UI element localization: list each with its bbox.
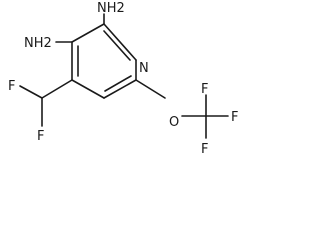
bond-c5-c6-inner (104, 75, 132, 92)
atom-label-amino-left: NH2 (24, 36, 52, 51)
substituent-bonds (19, 13, 229, 139)
atom-label-fluorine-chf2-bottom: F (37, 129, 44, 144)
bond-c4-chf2 (41, 79, 73, 99)
atom-labels: NH2 NH2 N F F O F F F (8, 1, 238, 157)
atom-label-fluorine-cf3-bottom: F (201, 142, 208, 157)
pyridine-ring (71, 23, 137, 99)
molecule-structure: NH2 NH2 N F F O F F F (8, 1, 238, 157)
bond-chf2-f-top (19, 85, 43, 99)
bond-c5-c6 (103, 79, 137, 99)
bond-c4-c5 (71, 79, 105, 99)
atom-label-fluorine-cf3-top: F (201, 82, 208, 97)
bond-c6-o (135, 79, 166, 99)
bond-n1-c2 (103, 23, 137, 61)
atom-label-fluorine-chf2-top: F (8, 79, 15, 94)
atom-label-ring-nitrogen: N (139, 61, 149, 76)
bond-n1-c2-inner (103, 30, 131, 61)
atom-label-ether-oxygen: O (169, 115, 179, 130)
bond-c2-c3 (71, 23, 105, 43)
atom-label-amino-top: NH2 (97, 1, 125, 16)
atom-label-fluorine-cf3-right: F (231, 110, 238, 125)
